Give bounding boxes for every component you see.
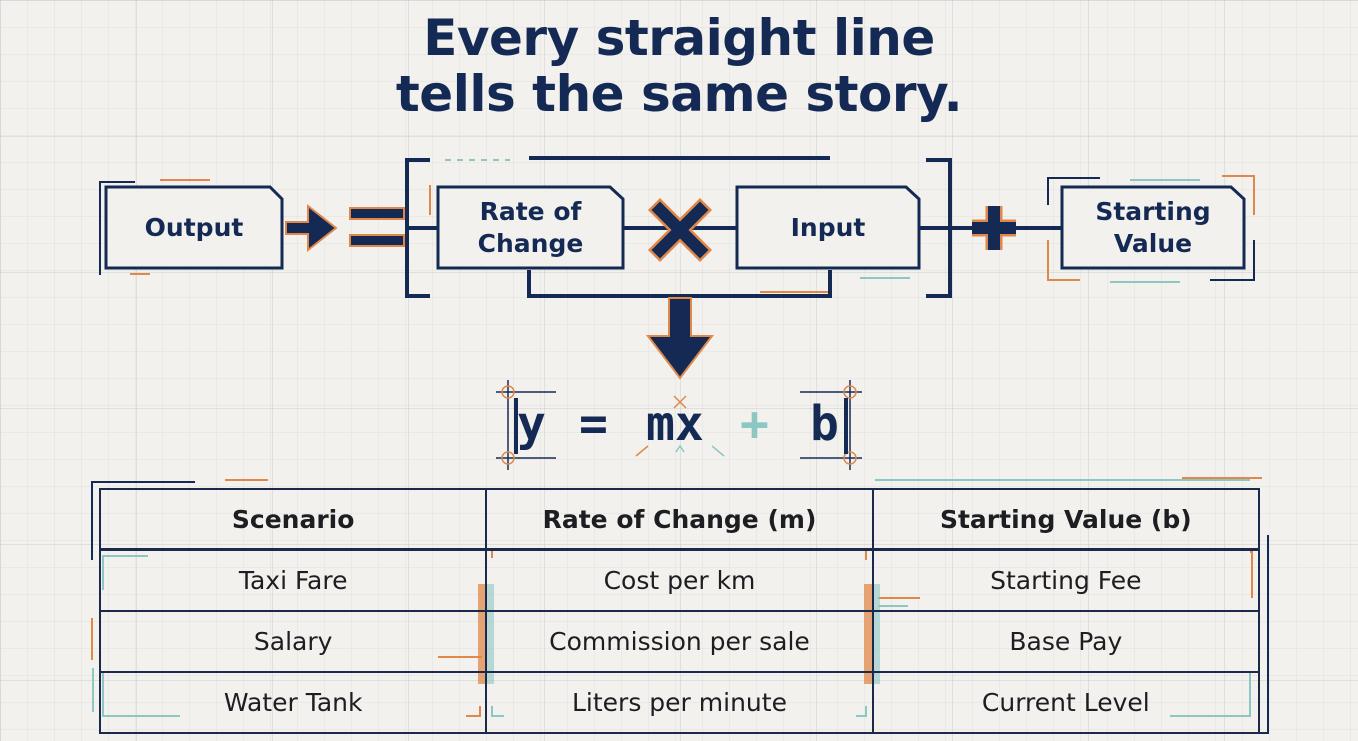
table-row: Water Tank Liters per minute Current Lev…: [98, 671, 1261, 734]
page-title: Every straight line tells the same story…: [379, 10, 979, 122]
starting-value-box: Starting Value: [1062, 187, 1244, 268]
equals-icon: [349, 207, 405, 247]
table-cell: Liters per minute: [485, 671, 874, 734]
rate-of-change-label: Rate of Change: [477, 196, 584, 258]
input-box-shape: [735, 185, 921, 270]
decorative-brackets: [99, 159, 1255, 293]
arrow-right-icon: [285, 203, 338, 253]
input-label: Input: [790, 212, 866, 242]
starting-value-label: Starting Value: [1095, 196, 1211, 258]
equation-b: b: [810, 396, 839, 452]
equation-mx: mx: [646, 396, 704, 452]
table-row: Taxi Fare Cost per km Starting Fee: [98, 548, 1261, 612]
rate-box-shape: [436, 185, 625, 270]
column-header-scenario: Scenario: [98, 488, 488, 551]
table-cell: Water Tank: [98, 671, 488, 734]
equation-plus: +: [740, 396, 769, 452]
column-header-starting-value: Starting Value (b): [871, 488, 1261, 551]
table-cell: Current Level: [871, 671, 1261, 734]
table-cell: Cost per km: [485, 548, 874, 612]
output-label: Output: [144, 212, 244, 242]
equation-y: y: [517, 396, 546, 452]
table-header-row: Scenario Rate of Change (m) Starting Val…: [98, 488, 1261, 551]
title-line-2: tells the same story.: [395, 65, 963, 123]
plus-icon: [972, 206, 1016, 250]
equation-decorations: [496, 380, 862, 470]
table-cell: Starting Fee: [871, 548, 1261, 612]
start-box-shape: [1060, 185, 1246, 270]
input-box: Input: [737, 187, 919, 268]
output-box: Output: [106, 187, 282, 268]
multiply-icon: [647, 197, 713, 263]
equation-equals: =: [579, 396, 608, 452]
title-line-1: Every straight line: [423, 9, 935, 67]
table-cell: Salary: [98, 610, 488, 673]
output-box-shape: [104, 185, 284, 270]
flow-boxes: [104, 185, 1246, 270]
table-cell: Taxi Fare: [98, 548, 488, 612]
table-row: Salary Commission per sale Base Pay: [98, 610, 1261, 673]
table-cell: Base Pay: [871, 610, 1261, 673]
arrow-down-icon: [645, 297, 715, 380]
column-header-rate: Rate of Change (m): [485, 488, 874, 551]
rate-of-change-box: Rate of Change: [438, 187, 623, 268]
scenario-table: Scenario Rate of Change (m) Starting Val…: [98, 488, 1261, 734]
table-cell: Commission per sale: [485, 610, 874, 673]
